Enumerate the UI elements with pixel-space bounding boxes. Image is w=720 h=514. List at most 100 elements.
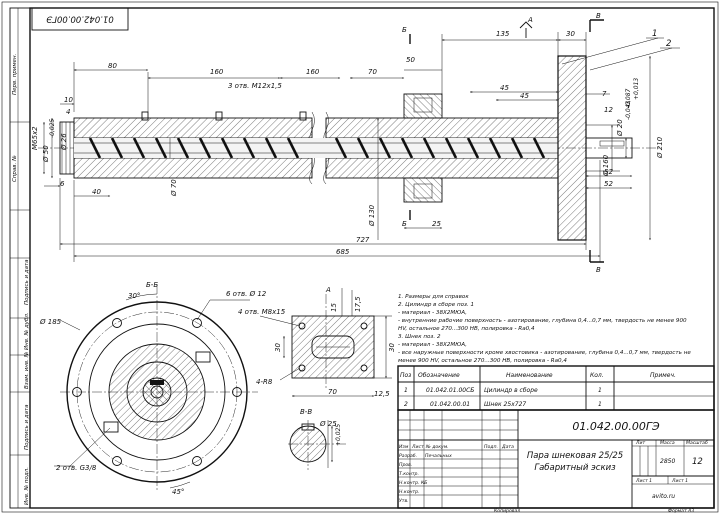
title-name-line-2: Габаритный эскиз [534,463,616,473]
dim-phi70: Ø 70 [170,179,178,197]
tol-4: +0,013 [633,78,640,100]
dim-7: 7 [602,90,607,98]
dim-phi50: Ø 50 [42,145,50,163]
bolt-hole-6 [192,456,202,466]
bolt-hole-5 [112,456,122,466]
dim-30-view-a-2: 30 [388,343,396,352]
title-name-line-1: Пара шнековая 25/25 [527,451,623,461]
tapped-hole-2 [215,111,223,121]
tb-mass-header: Масса [660,440,675,446]
dim-70: 70 [368,68,377,76]
heater-slot [311,335,355,359]
dim-phi130: Ø 130 [368,204,376,227]
note-line-7: - материал - 38Х2МЮА, [398,342,467,348]
position-1-label: 1 [652,29,657,39]
tb-tkontr: Т.контр. [399,471,419,477]
dim-phi26: Ø 26 [60,133,68,151]
keyway [301,423,315,431]
side-label-replace-inv: Взам. инв. № [24,351,30,389]
dim-30deg: 30° [128,292,140,300]
spec-row2-name: Шнек 25x727 [484,401,526,408]
screw-flights [74,137,558,159]
spec-header-name: Наименование [506,372,553,379]
spec-row1-pos: 1 [404,387,408,394]
dim-phi210: Ø 210 [656,136,664,159]
bolt-hole-3 [112,318,122,328]
spec-header-note: Примеч. [650,372,676,379]
tb-list: Лист [411,444,424,450]
label-m12-holes: 3 отв. M12x1,5 [228,82,282,90]
dim-50: 50 [406,56,415,64]
note-line-6: 3. Шнек поз. 2 [398,334,441,340]
note-line-3: - материал - 38Х2МЮА, [398,310,467,316]
dim-phi185: Ø 185 [39,318,62,326]
note-line-2: 2. Цилиндр в сборе поз. 1 [398,302,474,308]
assembly-main-view: 1 2 [31,12,680,274]
footer-copied: Копировал [494,508,520,514]
dim-45deg: 45° [172,488,184,496]
spec-row2-qty: 1 [598,401,602,408]
tb-nkontr: Н.контр. [399,489,420,495]
barrel-top-wall-left [73,117,313,139]
barrel-bottom-wall-left [73,157,313,179]
dim-6: 6 [60,180,65,188]
dim-135: 135 [496,30,510,38]
section-b-bottom-marker: Б [402,220,407,228]
dim-25: 25 [432,220,441,228]
flange-outer-circle [66,301,248,483]
side-label-dup-inv: Инв. № дубл. [24,312,30,350]
dim-10: 10 [64,96,73,104]
tb-sheets: Лист 1 [671,478,688,484]
dim-685: 685 [336,248,350,256]
flange [557,55,587,241]
tb-doc-no: № докум. [425,444,449,450]
label-r8: 4-R8 [256,378,273,386]
g-port-2 [103,421,119,433]
code-stamp: 01.042.00.00ГЭ [31,7,129,31]
view-a-title: A [325,286,331,294]
dim-40: 40 [92,188,101,196]
bolt-hole-4 [72,387,82,397]
footer-format: Формат A3 [668,508,694,514]
dim-80: 80 [108,62,117,70]
tb-razrab-name: Печальных [425,453,452,459]
side-label-sign-date-1: Подпись и дата [24,259,30,305]
tb-prov: Пров. [399,462,412,468]
barrel-top-wall-right [325,117,559,139]
note-line-1: 1. Размеры для справок [398,294,469,300]
tb-utv: Утв. [399,498,409,504]
section-v-bottom-marker: В [596,266,601,274]
section-vv-view: В-В Ø 25 +0,025 [288,408,346,470]
dim-phi160: Ø 160 [602,154,610,177]
dim-45-a: 45 [500,84,509,92]
tb-watermark: avito.ru [652,493,675,500]
leader-pos1 [561,37,659,65]
tb-scale-value: 12 [692,457,703,467]
tb-sign: Подп. [484,444,498,450]
dim-30-view-a: 30 [274,343,282,352]
spec-header-pos: Поз [400,372,411,379]
spec-header-designation: Обозначение [418,372,460,379]
tapped-hole-3 [299,111,307,121]
position-2-label: 2 [666,39,671,49]
label-m8-holes: 4 отв. M8x15 [238,308,286,316]
spec-row1-name: Цилиндр в сборе [484,387,538,394]
dim-phi25: Ø 25 [319,420,337,428]
diameter-lines [43,55,651,241]
heater-block-bottom [403,177,443,203]
spec-row1-qty: 1 [598,387,602,394]
section-markers [409,19,604,263]
heater-block-top [403,93,443,119]
dim-phi20: Ø 20 [616,119,624,137]
tb-nkb: Н.контр. КБ [399,480,427,486]
side-label-orig-inv: Инв. № подл. [24,467,30,505]
note-line-8: - все наружные поверхности кроме хвостов… [398,350,691,356]
section-b-top-marker: Б [402,26,407,34]
dim-160-b: 160 [306,68,320,76]
tb-razrab: Разраб. [399,453,417,459]
shaft-tail [585,137,633,159]
dim-17-5: 17,5 [354,296,362,312]
tb-scale-header: Масштаб [686,440,708,446]
view-a: A 4 отв. M8x15 4-R8 70 12,5 17,5 15 30 3… [238,286,396,398]
